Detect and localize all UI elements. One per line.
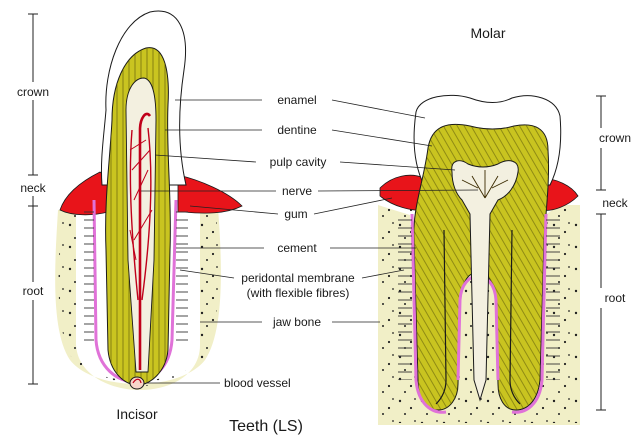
enamel-label: enamel bbox=[277, 93, 316, 107]
molar-region-ruler: crown neck root bbox=[596, 96, 631, 410]
peridontal-membrane-label: peridontal membrane bbox=[241, 271, 355, 285]
incisor-root-label: root bbox=[23, 284, 44, 298]
gum-label: gum bbox=[284, 207, 307, 221]
molar-neck-label: neck bbox=[602, 196, 628, 210]
incisor-drawing bbox=[55, 11, 242, 395]
incisor-fibres-right bbox=[176, 210, 188, 345]
molar-fibres-left bbox=[398, 215, 412, 380]
incisor-neck-label: neck bbox=[20, 181, 46, 195]
molar-crown-label: crown bbox=[599, 131, 631, 145]
molar-title: Molar bbox=[470, 25, 505, 41]
nerve-label: nerve bbox=[282, 184, 312, 198]
pulp-cavity-label: pulp cavity bbox=[270, 155, 327, 169]
molar-fibres-right bbox=[546, 215, 560, 380]
dentine-label: dentine bbox=[277, 123, 317, 137]
blood-vessel-label: blood vessel bbox=[224, 376, 291, 390]
cement-label: cement bbox=[277, 241, 317, 255]
peridontal-fibres-label: (with flexible fibres) bbox=[247, 286, 350, 300]
incisor-title: Incisor bbox=[116, 406, 158, 422]
incisor-crown-label: crown bbox=[17, 85, 49, 99]
incisor-region-ruler: crown neck root bbox=[17, 14, 49, 384]
molar-drawing bbox=[378, 95, 580, 425]
jaw-bone-label: jaw bone bbox=[272, 315, 321, 329]
diagram-title: Teeth (LS) bbox=[229, 418, 303, 435]
incisor-gum-right bbox=[178, 175, 242, 213]
molar-root-label: root bbox=[605, 291, 626, 305]
incisor-fibres-left bbox=[84, 210, 94, 345]
incisor-gum-left bbox=[60, 172, 108, 215]
